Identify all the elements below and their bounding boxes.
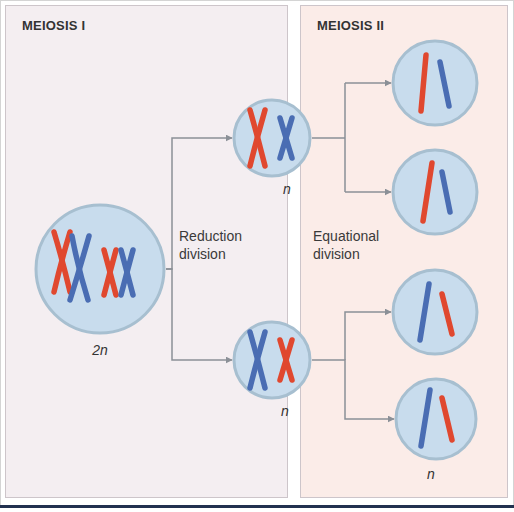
chromatid-red: [442, 398, 452, 440]
bracket-arrow: [345, 82, 391, 84]
connector-layer: [166, 138, 394, 419]
chromatid-blue: [421, 390, 430, 446]
cell: n: [232, 320, 312, 400]
division-arrow: [166, 138, 232, 269]
panel-heading: MEIOSIS I: [22, 18, 85, 33]
chromatid-blue: [420, 284, 429, 340]
cell-outline: [394, 377, 478, 461]
chromatid-red: [423, 163, 432, 221]
daughter-cell: [393, 150, 477, 234]
bottom-rule: [0, 505, 514, 508]
chromatid-blue: [442, 172, 450, 212]
ploidy-label: n: [257, 181, 317, 197]
chromosomes: [54, 55, 452, 446]
chromatid-red: [421, 55, 426, 111]
daughter-cell: [393, 270, 477, 354]
daughter-cell: [393, 41, 477, 125]
chromosome-blue: [70, 236, 133, 300]
cell: 2n: [34, 203, 166, 335]
ploidy-label: n: [255, 403, 315, 419]
chromosome-blue: [280, 118, 292, 158]
chromosome-blue: [250, 332, 265, 388]
chromosome-red: [54, 232, 116, 295]
bracket-arrow: [345, 312, 391, 360]
cell-membrane: [234, 100, 310, 176]
stage-panel: MEIOSIS I 2n: [5, 5, 288, 498]
cell: n: [232, 98, 312, 178]
chromatid-red: [442, 294, 452, 334]
division-bracket: [312, 83, 391, 360]
cell-membrane: [36, 205, 164, 333]
division-arrow: [312, 360, 394, 419]
panel-heading: MEIOSIS II: [317, 18, 384, 33]
division-label: Equational division: [313, 227, 405, 263]
cell-outline: [232, 98, 312, 178]
chromatid-blue: [440, 62, 449, 106]
cell-outline: [232, 320, 312, 400]
cell-outline: [34, 203, 166, 335]
division-label: Reduction division: [179, 227, 261, 263]
chromosome-red: [250, 110, 265, 166]
cell: n: [394, 377, 478, 461]
ploidy-label: 2n: [70, 342, 130, 358]
chromosome-red: [280, 340, 292, 380]
ploidy-label: n: [401, 466, 461, 482]
bracket-arrow: [345, 191, 391, 193]
division-arrow: [166, 269, 232, 360]
cell-membrane: [234, 322, 310, 398]
cell-membrane: [396, 379, 476, 459]
bracket-line: [312, 83, 345, 192]
daughter-cells: [393, 41, 477, 354]
